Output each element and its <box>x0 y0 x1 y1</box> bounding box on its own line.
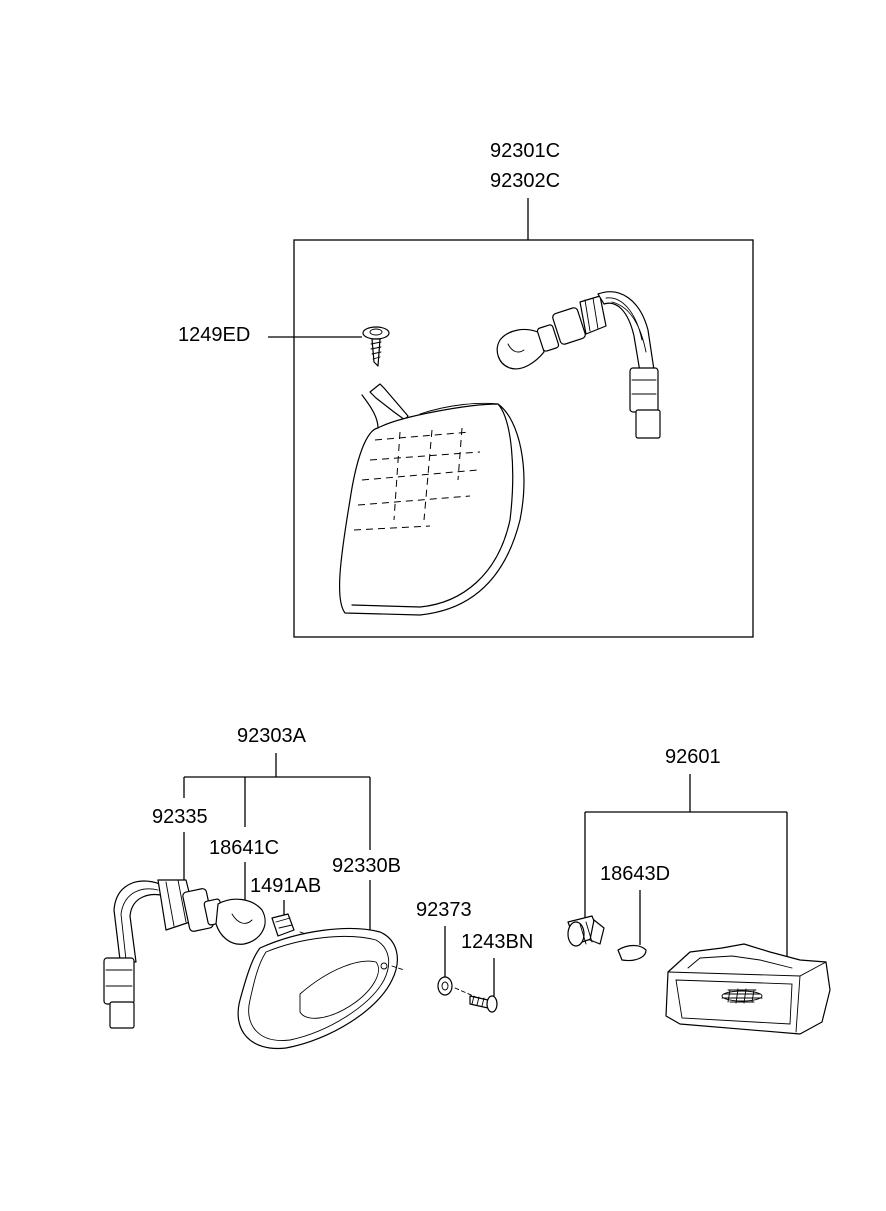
bulb-socket-icon <box>496 291 661 439</box>
part-label-1249ed: 1249ED <box>178 324 250 346</box>
side-marker-assembly: 92303A 92335 18641C 92330B 1491AB <box>103 725 533 1050</box>
repeater-lamp-icon <box>665 943 831 1035</box>
part-label-92303a: 92303A <box>237 725 307 747</box>
repeater-lamp-assembly: 92601 18643D <box>567 746 831 1035</box>
part-label-18641c: 18641C <box>209 837 279 859</box>
part-label-92330b: 92330B <box>332 855 401 877</box>
grommet-icon <box>437 976 453 996</box>
side-marker-lens-icon <box>237 927 405 1050</box>
part-label-92601: 92601 <box>665 746 721 768</box>
part-label-1243bn: 1243BN <box>461 931 533 953</box>
part-label-92301c: 92301C <box>490 140 560 162</box>
part-label-92335: 92335 <box>152 806 208 828</box>
assembly-box <box>293 239 754 638</box>
wedge-bulb-icon <box>215 898 266 945</box>
screw-icon <box>362 326 390 367</box>
reflector-grid-icon <box>721 988 763 1004</box>
part-label-92302c: 92302C <box>490 170 560 192</box>
front-corner-lamp-assembly: 92301C 92302C 1249ED <box>178 140 754 638</box>
self-tapping-screw-icon <box>469 995 498 1013</box>
corner-lens-icon <box>338 383 525 616</box>
part-label-92373: 92373 <box>416 899 472 921</box>
socket-icon <box>567 915 605 947</box>
mini-bulb-icon <box>617 944 647 962</box>
socket-harness-icon <box>103 879 225 1029</box>
part-label-18643d: 18643D <box>600 863 670 885</box>
part-label-1491ab: 1491AB <box>250 875 321 897</box>
